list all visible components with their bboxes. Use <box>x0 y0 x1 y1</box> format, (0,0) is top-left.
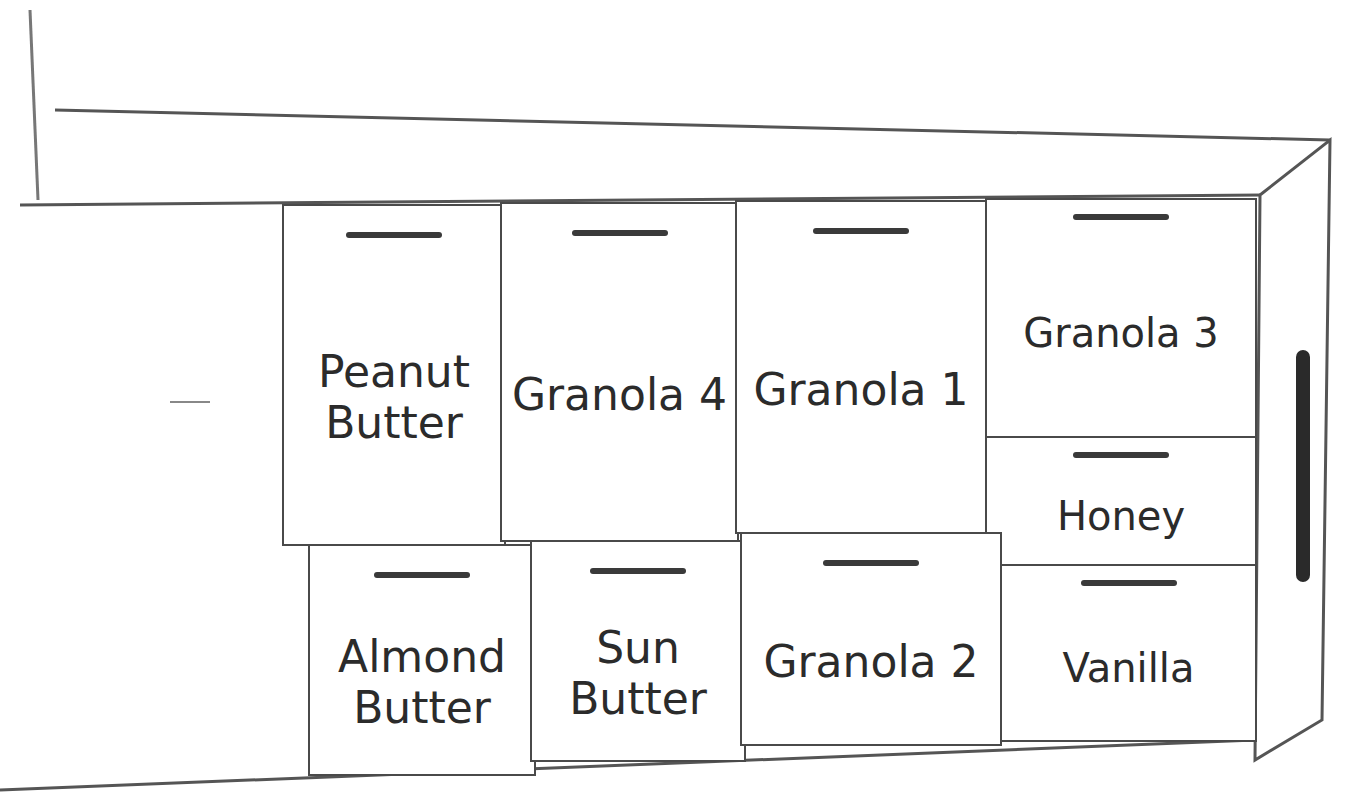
bin-label: Granola 3 <box>1023 310 1219 356</box>
drawer-pull <box>813 228 909 234</box>
drawer-bin: Vanilla <box>1000 564 1257 742</box>
bin-label: Peanut Butter <box>292 347 496 448</box>
bin-label: Sun Butter <box>540 623 736 724</box>
drawer-pull <box>1073 452 1169 458</box>
bin-label: Vanilla <box>1063 645 1195 691</box>
drawer-bin: Granola 2 <box>740 532 1002 746</box>
drawer-pull <box>572 230 668 236</box>
drawer-pull <box>590 568 686 574</box>
bin-label: Granola 2 <box>763 637 978 688</box>
drawer-bin: Granola 1 <box>735 200 987 534</box>
side-handle <box>1296 350 1310 582</box>
drawer-bin: Granola 4 <box>500 202 739 542</box>
drawer-pull <box>1073 214 1169 220</box>
bin-label: Granola 1 <box>753 365 968 416</box>
bin-label: Granola 4 <box>512 370 727 421</box>
wall-edge <box>30 10 38 200</box>
drawer-pull <box>1081 580 1177 586</box>
drawer-pull <box>346 232 442 238</box>
cabinet-side <box>1255 140 1330 760</box>
bin-label: Almond Butter <box>318 632 526 733</box>
bin-label: Honey <box>1057 493 1185 539</box>
pencil-mark <box>170 401 210 403</box>
drawer-bin: Peanut Butter <box>282 204 506 546</box>
drawer-bin: Almond Butter <box>308 544 536 776</box>
drawer-bin: Honey <box>985 436 1257 566</box>
drawer-bin: Sun Butter <box>530 540 746 762</box>
drawer-bin: Granola 3 <box>985 198 1257 438</box>
drawer-pull <box>823 560 919 566</box>
counter-top-back <box>55 110 1330 140</box>
drawer-pull <box>374 572 470 578</box>
